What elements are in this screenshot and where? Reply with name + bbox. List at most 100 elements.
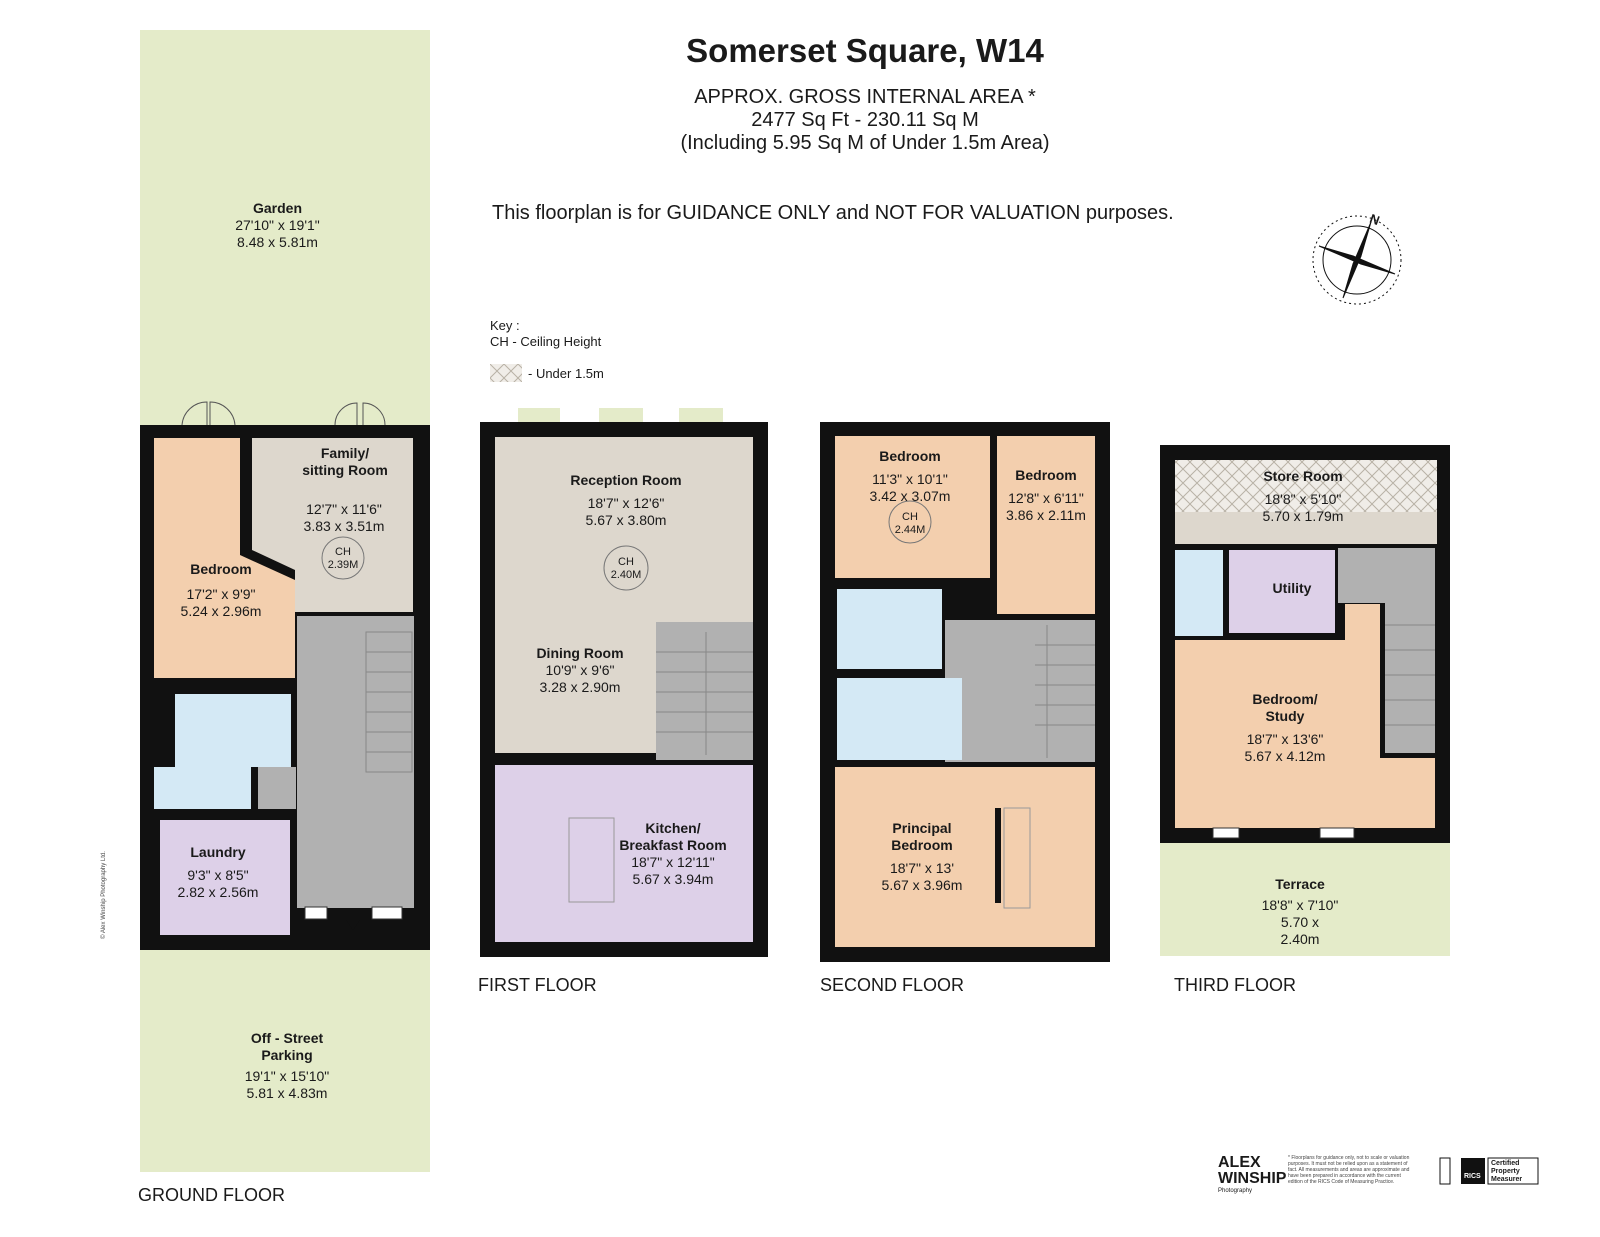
room-imperial: 11'3" x 10'1" xyxy=(872,471,948,487)
third-stairs xyxy=(1385,624,1435,726)
third-floor-label: THIRD FLOOR xyxy=(1174,975,1297,995)
room-study: Bedroom/ Study 18'7" x 13'6" 5.67 x 4.12… xyxy=(1240,691,1330,765)
second-floor-plan xyxy=(820,422,1110,962)
room-imperial: 18'7" x 12'11" xyxy=(631,854,715,870)
room-name: Reception Room xyxy=(570,472,682,488)
room-imperial: 18'7" x 12'6" xyxy=(587,495,665,511)
room-name: Bedroom xyxy=(190,561,252,577)
room-name: Bedroom xyxy=(879,448,941,464)
third-bath-fill xyxy=(1175,550,1223,636)
room-name: Family/ sitting Room xyxy=(302,445,388,478)
room-metric: 5.81 x 4.83m xyxy=(246,1085,328,1101)
principal-wardrobe xyxy=(1003,807,1031,909)
store-room-hatch xyxy=(1175,460,1437,512)
second-bedroom1-fill xyxy=(835,436,990,578)
second-floor-label: SECOND FLOOR xyxy=(820,975,965,995)
room-name: Garden xyxy=(252,200,302,216)
parking-area xyxy=(140,950,430,1172)
room-imperial: 10'9" x 9'6" xyxy=(545,662,615,678)
ground-wc-fill xyxy=(175,694,291,767)
room-kitchen: Kitchen/ Breakfast Room 18'7" x 12'11" 5… xyxy=(618,820,728,888)
room-reception: Reception Room 18'7" x 12'6" 5.67 x 3.80… xyxy=(566,472,686,529)
rics-logo: RICS xyxy=(1464,1173,1481,1180)
copyright-text: © Alex Winship Photography Ltd. xyxy=(100,851,107,939)
utility-fill xyxy=(1229,550,1335,633)
room-imperial: 12'7" x 11'6" xyxy=(306,501,382,517)
room-imperial: 19'1" x 15'10" xyxy=(244,1068,330,1084)
key-ceiling-height: CH - Ceiling Height xyxy=(490,334,602,349)
second-bath2-fill xyxy=(837,678,962,760)
key-title: Key : xyxy=(490,318,520,333)
terrace-fill xyxy=(1160,843,1450,956)
first-floor-label: FIRST FLOOR xyxy=(478,975,597,995)
ground-bedroom-fill xyxy=(154,438,295,678)
room-name: Kitchen/ Breakfast Room xyxy=(619,820,727,853)
room-name: Principal Bedroom xyxy=(891,820,953,853)
room-second-bedroom2: Bedroom 12'8" x 6'11" 3.86 x 2.11m xyxy=(1000,467,1092,524)
second-stairs xyxy=(1035,625,1095,758)
room-metric: 2.82 x 2.56m xyxy=(177,884,259,900)
study-fill xyxy=(1175,604,1435,828)
room-imperial: 18'8" x 7'10" xyxy=(1261,897,1339,913)
room-name: Terrace xyxy=(1275,876,1325,892)
second-landing-fill xyxy=(945,620,1095,762)
room-family-dims: 12'7" x 11'6" 3.83 x 3.51m xyxy=(294,501,394,535)
room-metric: 5.70 x 2.40m xyxy=(1280,914,1320,947)
ground-floor-label: GROUND FLOOR xyxy=(138,1185,286,1205)
room-name: Off - Street Parking xyxy=(250,1030,324,1063)
room-utility: Utility xyxy=(1252,580,1332,597)
laundry-fill xyxy=(160,820,290,935)
room-imperial: 9'3" x 8'5" xyxy=(187,867,249,883)
area-note: (Including 5.95 Sq M of Under 1.5m Area) xyxy=(680,132,1050,154)
ground-shower-fill xyxy=(154,767,251,809)
compass-rose xyxy=(1312,215,1402,305)
room-imperial: 18'7" x 13' xyxy=(889,860,955,876)
alex-winship-logo: ALEX WINSHIP Photography xyxy=(1218,1154,1287,1195)
second-bath1-fill xyxy=(837,589,942,669)
key-under-height: - Under 1.5m xyxy=(528,366,604,381)
room-store: Store Room 18'8" x 5'10" 5.70 x 1.79m xyxy=(1253,468,1353,525)
room-ground-bedroom: Bedroom 17'2" x 9'9" 5.24 x 2.96m xyxy=(166,561,276,620)
room-metric: 3.42 x 3.07m xyxy=(869,488,951,504)
garden-area xyxy=(140,30,430,428)
first-balconies xyxy=(518,408,723,422)
room-name: Laundry xyxy=(190,844,246,860)
disclaimer-text: * Floorplans for guidance only, not to s… xyxy=(1288,1155,1410,1185)
room-imperial: 17'2" x 9'9" xyxy=(186,586,256,602)
ground-stairs xyxy=(365,631,413,773)
first-floor-plan xyxy=(480,408,768,957)
ceiling-height-circles xyxy=(321,500,932,591)
plan-title: Somerset Square, W14 xyxy=(686,32,1044,69)
room-name: Store Room xyxy=(1263,468,1343,484)
third-stairs-fill xyxy=(1385,603,1435,753)
third-floor-plan xyxy=(1160,445,1450,956)
room-metric: 5.67 x 4.12m xyxy=(1244,748,1326,764)
room-name: Bedroom xyxy=(1015,467,1077,483)
first-stairs xyxy=(656,632,753,755)
kitchen-island xyxy=(568,817,615,903)
second-bedroom2-fill xyxy=(997,436,1095,614)
ch-badge-second: CH 2.44M xyxy=(894,511,926,536)
first-stairs-fill xyxy=(656,622,753,760)
room-name: Bedroom/ Study xyxy=(1252,691,1318,724)
room-imperial: 27'10" x 19'1" xyxy=(235,217,320,233)
room-imperial: 12'8" x 6'11" xyxy=(1008,490,1084,506)
room-metric: 5.67 x 3.94m xyxy=(632,871,714,887)
certified-measurer-badge: Certified Property Measurer xyxy=(1491,1160,1523,1183)
room-name: Utility xyxy=(1272,580,1312,596)
room-metric: 5.67 x 3.96m xyxy=(881,877,963,893)
area-value: 2477 Sq Ft - 230.11 Sq M xyxy=(751,109,979,131)
room-principal-bedroom: Principal Bedroom 18'7" x 13' 5.67 x 3.9… xyxy=(872,820,972,894)
rics-badges xyxy=(1439,1157,1539,1185)
room-parking: Off - Street Parking 19'1" x 15'10" 5.81… xyxy=(232,1030,342,1102)
room-metric: 5.67 x 3.80m xyxy=(585,512,667,528)
entrance-arrow-icon xyxy=(346,912,360,930)
area-label: APPROX. GROSS INTERNAL AREA * xyxy=(694,86,1036,108)
room-laundry: Laundry 9'3" x 8'5" 2.82 x 2.56m xyxy=(168,844,268,901)
ch-badge-reception: CH 2.40M xyxy=(610,556,642,581)
guidance-note: This floorplan is for GUIDANCE ONLY and … xyxy=(492,202,1174,224)
kitchen-fill xyxy=(495,765,753,942)
room-metric: 3.86 x 2.11m xyxy=(1006,507,1086,523)
room-family: Family/ sitting Room xyxy=(300,445,390,479)
